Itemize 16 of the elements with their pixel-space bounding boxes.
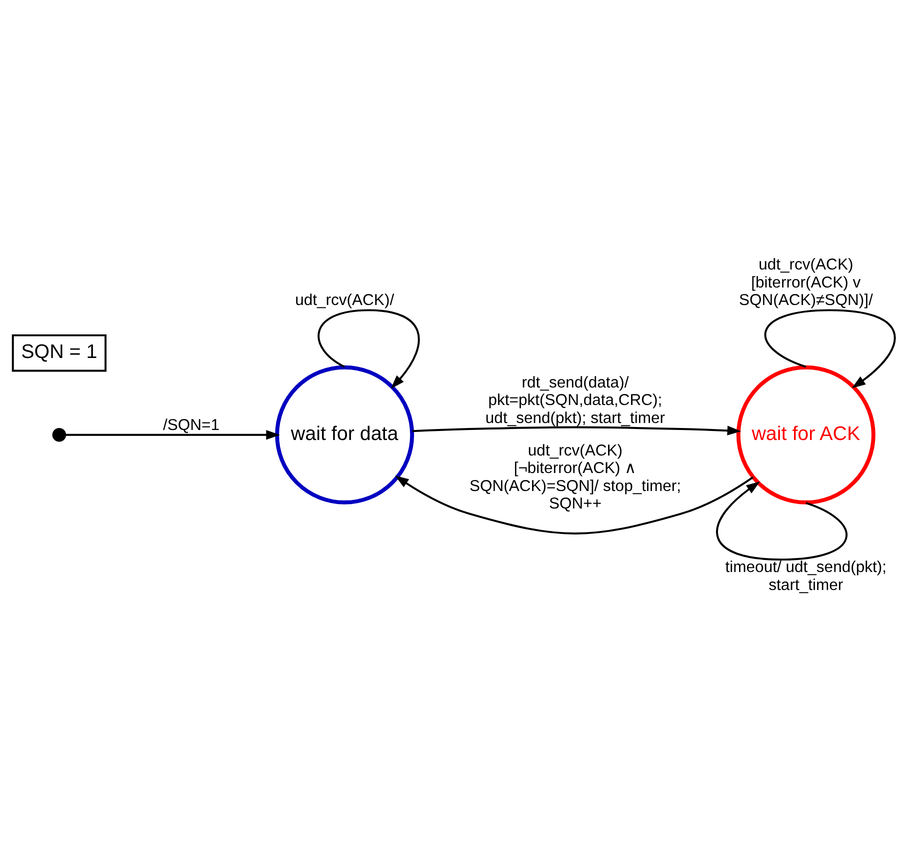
arrow	[764, 309, 896, 388]
edge-label: udt_rcv(ACK) [¬biterror(ACK) ∧ SQN(ACK)=SQN]/ stop_timer; SQN++	[469, 442, 682, 513]
edge-label: udt_rcv(ACK) [biterror(ACK) v SQN(ACK)≠SQN)]/	[738, 256, 873, 310]
edge-label: timeout/ udt_send(pkt); start_timer	[725, 559, 887, 594]
node-circle: wait for data	[275, 365, 414, 504]
node-circle	[52, 428, 66, 442]
arrow	[716, 481, 848, 561]
node-box: SQN = 1	[12, 334, 107, 372]
edge-label: /SQN=1	[163, 416, 220, 434]
arrow	[394, 476, 754, 534]
edge-label: rdt_send(data)/ pkt=pkt(SQN,data,CRC); udt_send(pkt); start_timer	[485, 374, 666, 427]
node-circle: wait for ACK	[736, 365, 876, 504]
edge-label: udt_rcv(ACK)/	[295, 292, 394, 310]
arrow	[66, 430, 280, 440]
arrow	[412, 426, 742, 436]
arrow	[318, 309, 420, 389]
